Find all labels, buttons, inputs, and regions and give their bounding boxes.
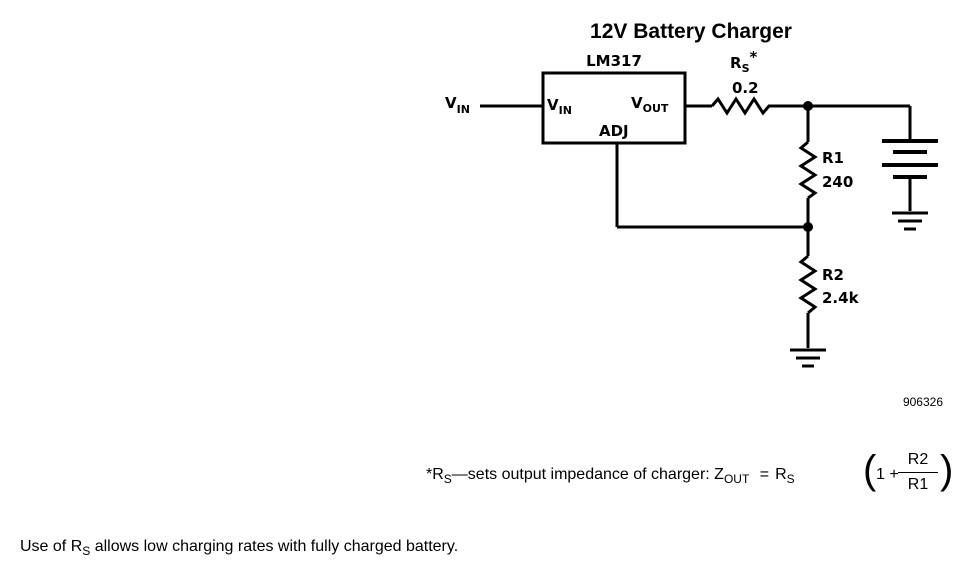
- r1-label: R1: [822, 149, 844, 167]
- fraction-bar: [898, 472, 938, 473]
- r1-resistor: [798, 140, 818, 200]
- r2-value: 2.4k: [822, 289, 860, 307]
- r1-value: 240: [822, 173, 853, 191]
- rs-resistor: [710, 96, 775, 116]
- rs-value: 0.2: [732, 79, 759, 97]
- lm317-regulator-box: [541, 71, 687, 145]
- figure-number: 906326: [903, 395, 943, 409]
- fraction-numerator: R2: [907, 451, 929, 468]
- rs-label: RS*: [730, 48, 758, 75]
- fraction-denominator: R1: [907, 476, 929, 493]
- regulator-pin-vout: VOUT: [631, 94, 669, 115]
- regulator-part-label: LM317: [586, 52, 642, 70]
- r2-resistor: [798, 254, 818, 315]
- r2-over-r1-fraction: R2 R1: [898, 450, 938, 495]
- battery-ground-icon: [892, 211, 928, 231]
- battery-charger-schematic: 12V Battery Charger LM317 VIN VOUT ADJ V…: [445, 20, 943, 409]
- r2-ground-icon: [790, 348, 826, 368]
- footnote-text: *RS—sets output impedance of charger: ZO…: [426, 466, 795, 486]
- regulator-pin-adj: ADJ: [599, 122, 629, 140]
- one-plus-text: 1 +: [876, 466, 899, 483]
- close-paren: ): [940, 448, 954, 492]
- input-voltage-label: VIN: [445, 94, 470, 116]
- diagram-title: 12V Battery Charger: [590, 20, 792, 43]
- impedance-footnote: *RS—sets output impedance of charger: ZO…: [426, 448, 966, 500]
- open-paren: (: [863, 448, 877, 492]
- regulator-pin-vin: VIN: [547, 96, 572, 117]
- usage-note: Use of RS allows low charging rates with…: [20, 538, 459, 558]
- r2-label: R2: [822, 266, 844, 284]
